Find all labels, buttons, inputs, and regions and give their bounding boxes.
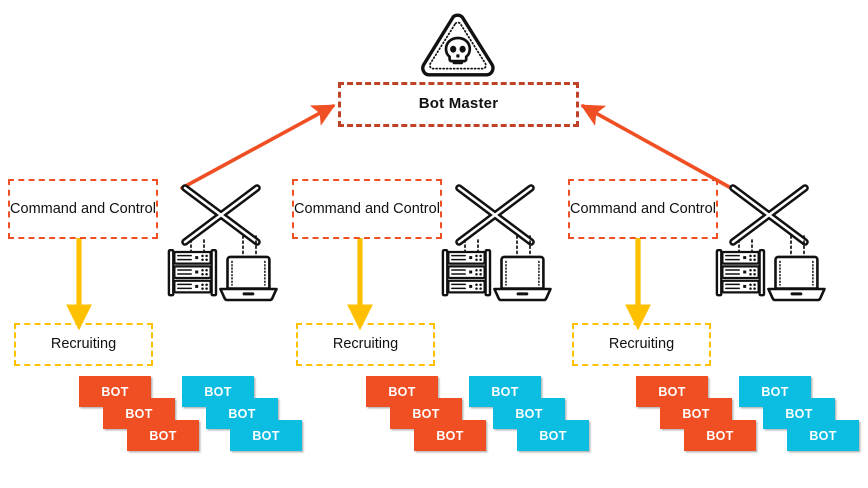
bot-label: BOT [515, 406, 543, 421]
bot-label: BOT [149, 428, 177, 443]
bot-label: BOT [388, 384, 416, 399]
column-1-server-rack-icon [167, 248, 218, 297]
column-3-recruiting-label: Recruiting [608, 336, 675, 353]
column-2-laptop-icon [493, 255, 552, 302]
skull-warning-triangle-icon [421, 13, 495, 77]
column-1-bot-orange-3[interactable]: BOT [127, 420, 199, 451]
column-1-bot-cyan-3[interactable]: BOT [230, 420, 302, 451]
bot-label: BOT [682, 406, 710, 421]
column-2-command-and-control-box[interactable]: Command and Control [292, 179, 442, 239]
column-1-bot-cyan-1[interactable]: BOT [182, 376, 254, 407]
column-2-bot-cyan-3[interactable]: BOT [517, 420, 589, 451]
bot-label: BOT [252, 428, 280, 443]
bot-label: BOT [706, 428, 734, 443]
column-3-command-and-control-box[interactable]: Command and Control [568, 179, 718, 239]
column-3-bot-cyan-3[interactable]: BOT [787, 420, 859, 451]
bot-label: BOT [412, 406, 440, 421]
bot-label: BOT [658, 384, 686, 399]
bot-label: BOT [228, 406, 256, 421]
column-2-server-rack-icon [441, 248, 492, 297]
bot-label: BOT [491, 384, 519, 399]
column-3-bot-orange-3[interactable]: BOT [684, 420, 756, 451]
column-3-server-rack-icon [715, 248, 766, 297]
left-uplink-arrow [180, 104, 336, 190]
column-1-network-x-icon [185, 188, 257, 242]
bot-label: BOT [539, 428, 567, 443]
column-2-recruiting-box[interactable]: Recruiting [296, 323, 435, 366]
column-2-recruiting-label: Recruiting [332, 336, 399, 353]
botmaster-label: Bot Master [418, 95, 499, 113]
column-1-command-and-control-box[interactable]: Command and Control [8, 179, 158, 239]
right-uplink-arrow [580, 104, 733, 190]
bot-label: BOT [809, 428, 837, 443]
column-1-command-and-control-label: Command and Control [10, 200, 156, 217]
botmaster-box[interactable]: Bot Master [338, 82, 579, 127]
bot-label: BOT [785, 406, 813, 421]
column-2-command-and-control-label: Command and Control [294, 200, 440, 217]
column-3-network-x-icon [733, 188, 805, 242]
column-2-bot-orange-3[interactable]: BOT [414, 420, 486, 451]
column-3-command-and-control-label: Command and Control [570, 200, 716, 217]
bot-label: BOT [125, 406, 153, 421]
column-3-laptop-icon [767, 255, 826, 302]
bot-label: BOT [204, 384, 232, 399]
column-2-dotted-links [464, 235, 531, 263]
bot-label: BOT [761, 384, 789, 399]
bot-label: BOT [436, 428, 464, 443]
column-1-recruiting-box[interactable]: Recruiting [14, 323, 153, 366]
bot-label: BOT [101, 384, 129, 399]
column-3-dotted-links [738, 235, 805, 263]
column-2-network-x-icon [459, 188, 531, 242]
column-3-recruiting-box[interactable]: Recruiting [572, 323, 711, 366]
column-1-dotted-links [190, 235, 257, 263]
column-1-laptop-icon [219, 255, 278, 302]
column-1-recruiting-label: Recruiting [50, 336, 117, 353]
